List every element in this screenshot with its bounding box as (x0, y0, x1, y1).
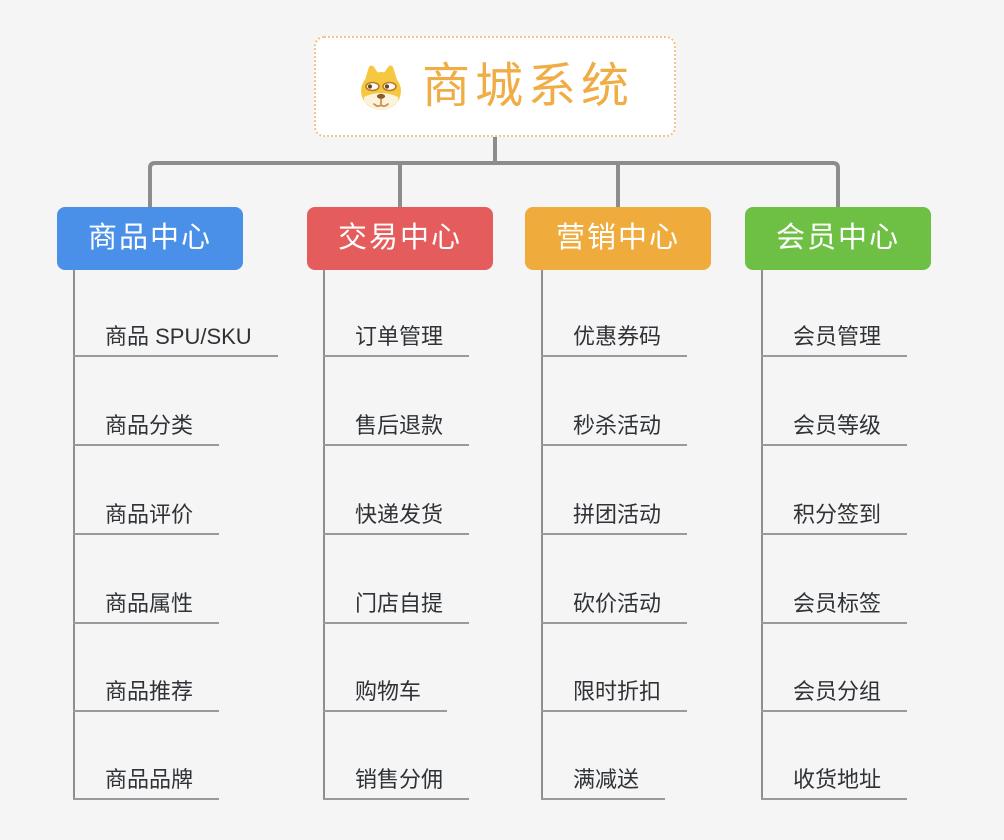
leaf-label: 售后退款 (355, 412, 444, 438)
leaf-label: 会员等级 (793, 412, 882, 438)
leaf-label: 商品品牌 (105, 766, 194, 792)
leaf-label: 优惠券码 (573, 323, 662, 349)
leaf-node[interactable]: 会员等级 (761, 357, 908, 446)
leaf-node[interactable]: 商品推荐 (73, 624, 220, 712)
branch-label: 商品中心 (87, 222, 212, 254)
leaf-label: 会员管理 (793, 323, 882, 349)
leaf-node[interactable]: 拼团活动 (541, 446, 688, 535)
branch-label: 交易中心 (337, 222, 462, 254)
leaf-node[interactable]: 秒杀活动 (541, 357, 688, 446)
branch-column-1: 商品中心 商品 SPU/SKU 商品分类 商品评价 商品属性 商品推荐 商品品牌 (57, 207, 278, 800)
leaf-label: 砍价活动 (573, 590, 662, 616)
leaf-label: 购物车 (355, 678, 422, 704)
leaf-label: 满减送 (573, 766, 640, 792)
leaf-label: 商品评价 (105, 501, 194, 527)
leaf-node[interactable]: 商品 SPU/SKU (73, 270, 278, 357)
leaf-node[interactable]: 砍价活动 (541, 535, 688, 624)
leaf-list: 商品 SPU/SKU 商品分类 商品评价 商品属性 商品推荐 商品品牌 (73, 270, 278, 800)
leaf-node[interactable]: 购物车 (323, 624, 448, 712)
leaf-node[interactable]: 商品评价 (73, 446, 220, 535)
branch-node[interactable]: 交易中心 (307, 207, 493, 270)
leaf-list: 优惠券码 秒杀活动 拼团活动 砍价活动 限时折扣 满减送 (541, 270, 688, 800)
branch-column-2: 交易中心 订单管理 售后退款 快递发货 门店自提 购物车 销售分佣 (307, 207, 493, 800)
leaf-node[interactable]: 优惠券码 (541, 270, 688, 357)
branch-trunk-line (541, 270, 543, 800)
leaf-node[interactable]: 积分签到 (761, 446, 908, 535)
leaf-list: 订单管理 售后退款 快递发货 门店自提 购物车 销售分佣 (323, 270, 470, 800)
leaf-node[interactable]: 商品分类 (73, 357, 220, 446)
leaf-label: 收货地址 (793, 766, 882, 792)
leaf-label: 销售分佣 (355, 766, 444, 792)
leaf-node[interactable]: 满减送 (541, 712, 666, 800)
leaf-label: 会员标签 (793, 590, 882, 616)
leaf-label: 限时折扣 (573, 678, 662, 704)
leaf-label: 商品属性 (105, 590, 194, 616)
leaf-list: 会员管理 会员等级 积分签到 会员标签 会员分组 收货地址 (761, 270, 908, 800)
branch-label: 营销中心 (555, 222, 680, 254)
leaf-label: 会员分组 (793, 678, 882, 704)
leaf-node[interactable]: 销售分佣 (323, 712, 470, 800)
root-node-mall-system[interactable]: 商城系统 (314, 36, 676, 137)
branch-column-3: 营销中心 优惠券码 秒杀活动 拼团活动 砍价活动 限时折扣 满减送 (525, 207, 711, 800)
leaf-node[interactable]: 会员分组 (761, 624, 908, 712)
branch-node[interactable]: 商品中心 (57, 207, 243, 270)
leaf-node[interactable]: 会员标签 (761, 535, 908, 624)
branch-label: 会员中心 (775, 222, 900, 254)
branch-node[interactable]: 营销中心 (525, 207, 711, 270)
branch-trunk-line (73, 270, 75, 800)
root-title: 商城系统 (421, 59, 634, 113)
branch-trunk-line (323, 270, 325, 800)
leaf-label: 拼团活动 (573, 501, 662, 527)
leaf-label: 门店自提 (355, 590, 444, 616)
leaf-node[interactable]: 快递发货 (323, 446, 470, 535)
branch-trunk-line (761, 270, 763, 800)
branch-node[interactable]: 会员中心 (745, 207, 931, 270)
leaf-node[interactable]: 商品品牌 (73, 712, 220, 800)
leaf-label: 商品推荐 (105, 678, 194, 704)
dog-face-icon (360, 65, 401, 110)
leaf-label: 秒杀活动 (573, 412, 662, 438)
branch-column-4: 会员中心 会员管理 会员等级 积分签到 会员标签 会员分组 收货地址 (745, 207, 931, 800)
leaf-label: 积分签到 (793, 501, 882, 527)
leaf-node[interactable]: 限时折扣 (541, 624, 688, 712)
leaf-node[interactable]: 收货地址 (761, 712, 908, 800)
leaf-label: 快递发货 (355, 501, 444, 527)
leaf-label: 商品 SPU/SKU (105, 323, 252, 349)
branch-bracket-line (148, 161, 840, 207)
leaf-node[interactable]: 会员管理 (761, 270, 908, 357)
leaf-label: 订单管理 (355, 323, 444, 349)
leaf-node[interactable]: 售后退款 (323, 357, 470, 446)
leaf-node[interactable]: 门店自提 (323, 535, 470, 624)
leaf-node[interactable]: 商品属性 (73, 535, 220, 624)
leaf-label: 商品分类 (105, 412, 194, 438)
leaf-node[interactable]: 订单管理 (323, 270, 470, 357)
